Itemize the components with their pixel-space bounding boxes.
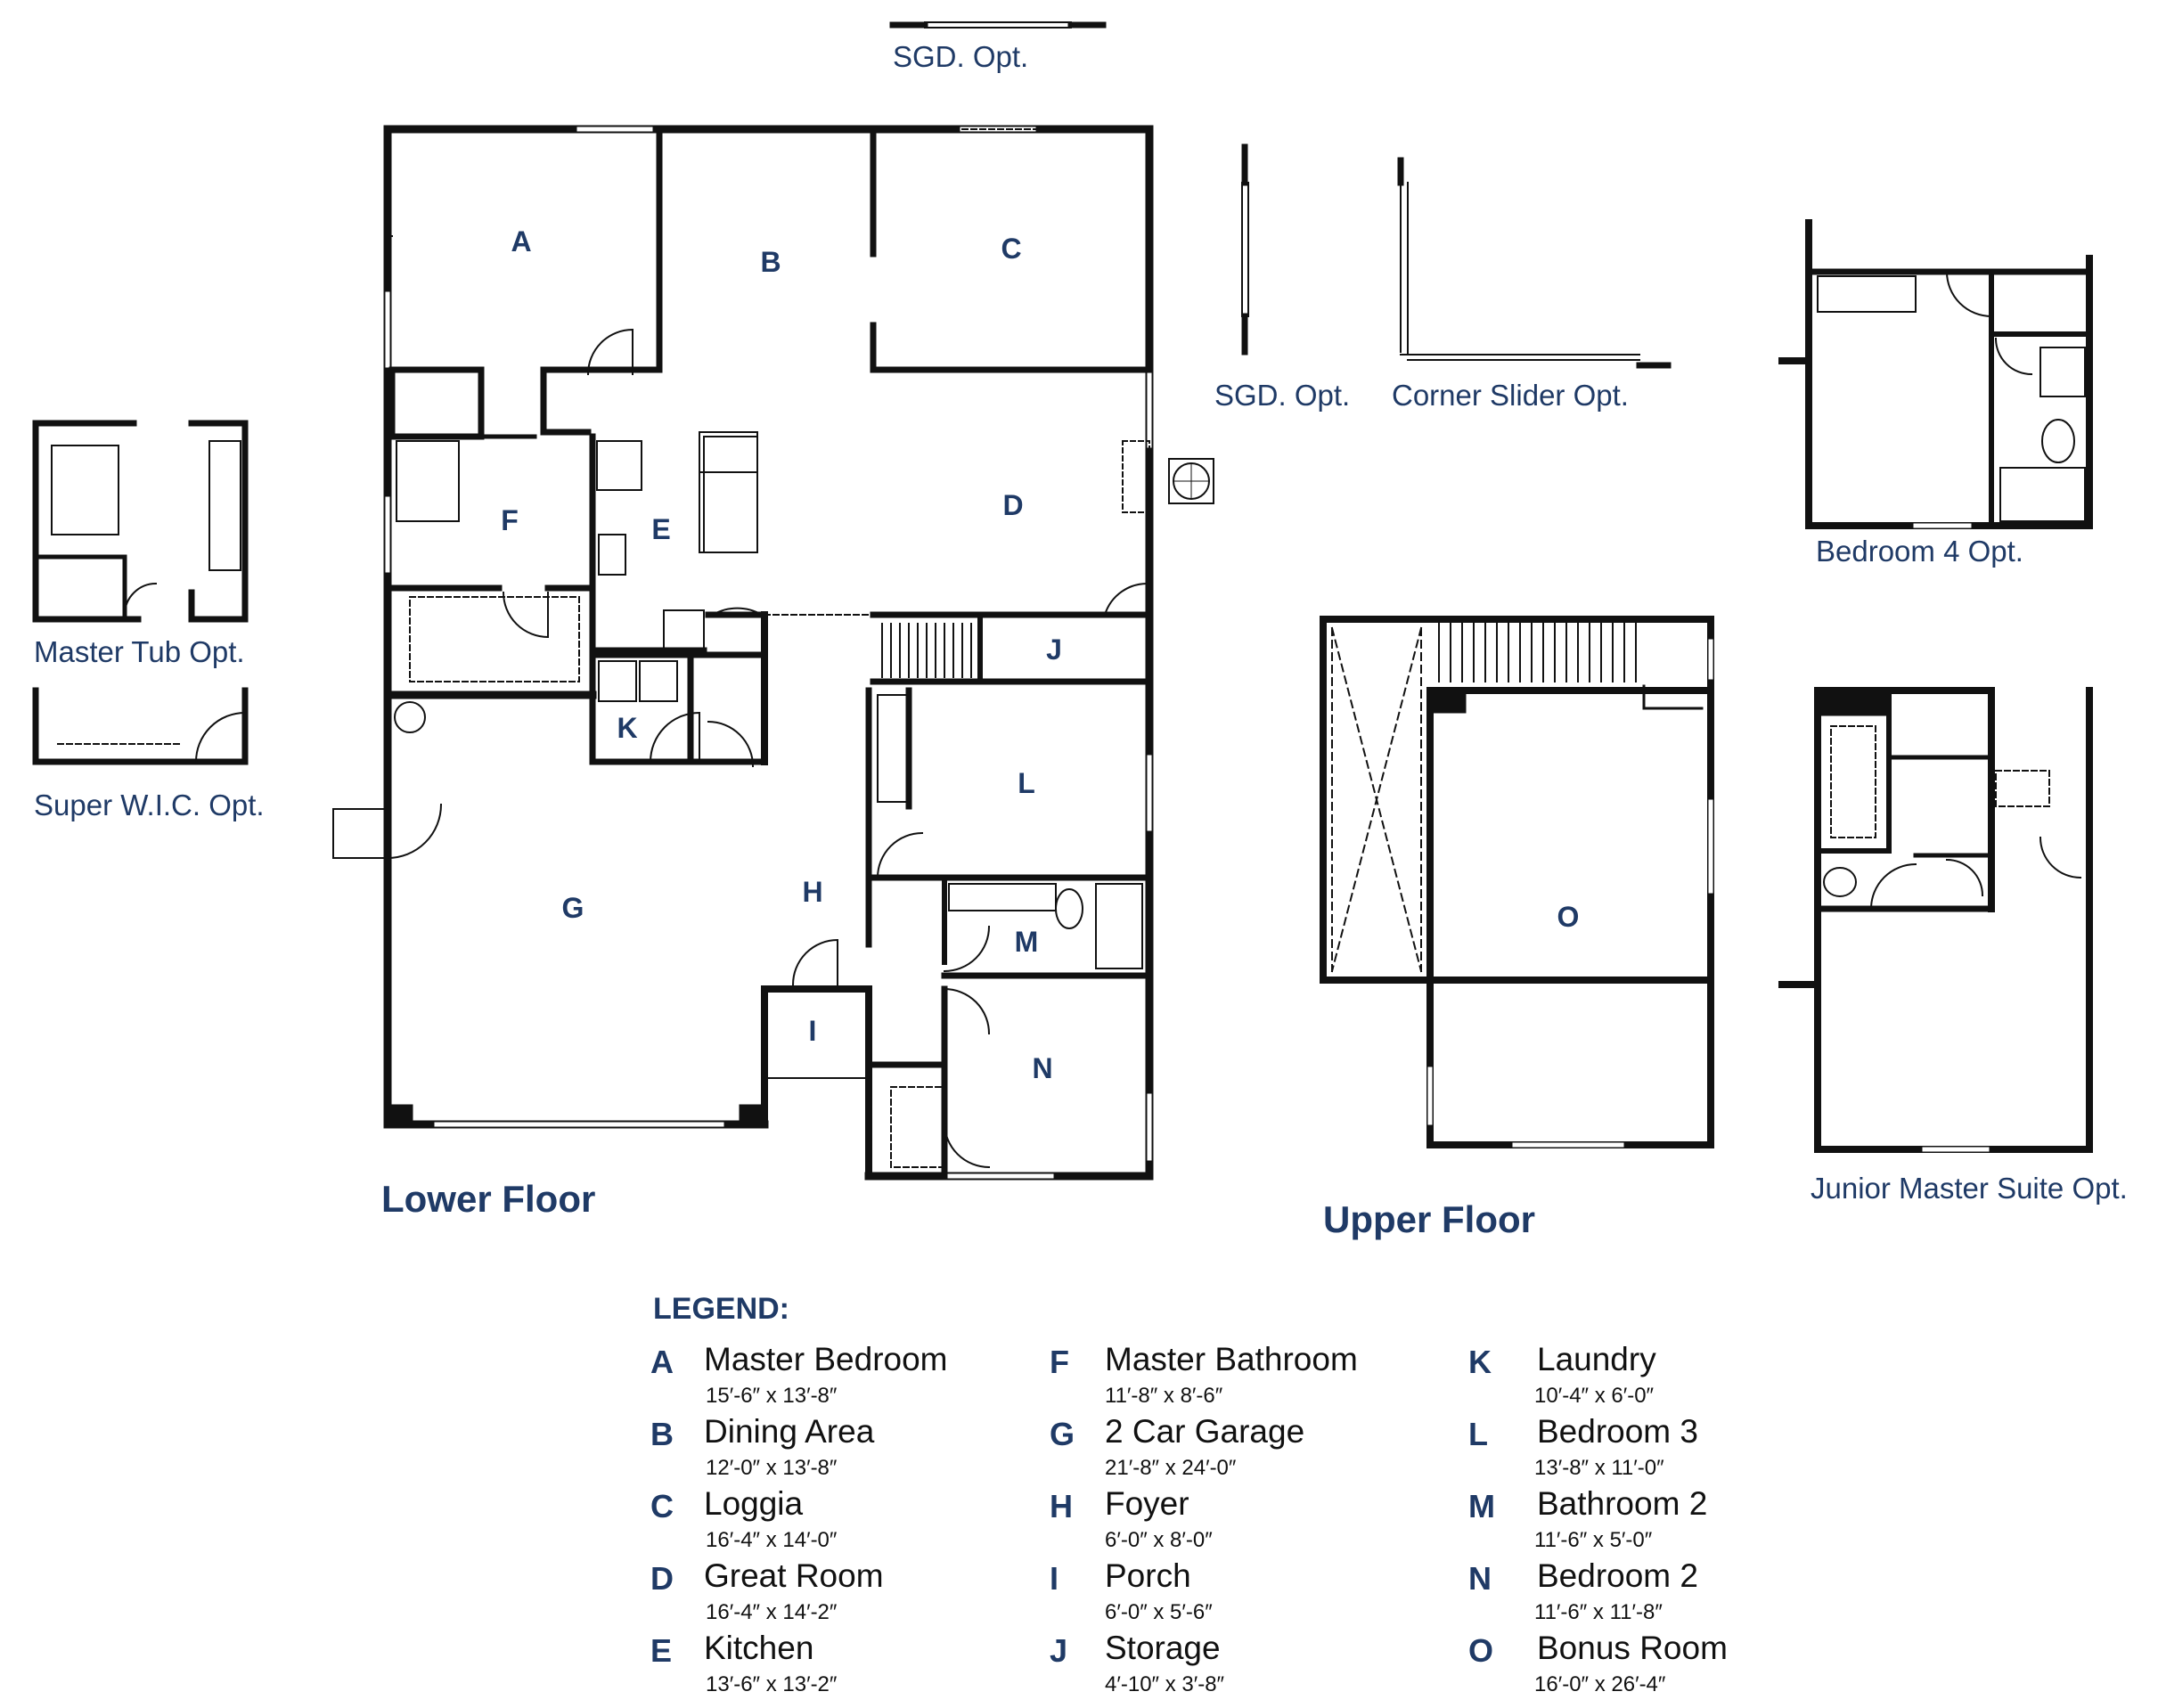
legend-letter: I	[1050, 1560, 1059, 1597]
legend-letter: N	[1468, 1560, 1492, 1597]
legend-room-name: Master Bathroom	[1105, 1341, 1358, 1377]
room-label-c: C	[1001, 233, 1021, 265]
super-wic-label: Super W.I.C. Opt.	[34, 789, 265, 821]
corner-slider-label: Corner Slider Opt.	[1392, 379, 1629, 412]
legend-room-dims: 16′-4″ x 14′-0″	[706, 1528, 838, 1552]
room-label-o: O	[1557, 901, 1580, 933]
legend-room-dims: 21′-8″ x 24′-0″	[1105, 1456, 1237, 1480]
bedroom4-option-drawing	[1778, 219, 2093, 529]
legend-letter: O	[1468, 1632, 1494, 1669]
sgd-top-label: SGD. Opt.	[893, 40, 1029, 73]
legend-room-dims: 11′-6″ x 5′-0″	[1534, 1528, 1653, 1552]
legend-room-dims: 10′-4″ x 6′-0″	[1534, 1384, 1655, 1408]
legend-room-name: Dining Area	[704, 1413, 875, 1450]
legend-room-dims: 6′-0″ x 8′-0″	[1105, 1528, 1213, 1552]
legend-room-name: Loggia	[704, 1485, 804, 1522]
upper-floor-plan	[1320, 616, 1714, 1148]
legend-letter: L	[1468, 1416, 1488, 1452]
legend-letter: J	[1050, 1632, 1068, 1669]
room-label-m: M	[1015, 926, 1039, 958]
legend-letter: K	[1468, 1344, 1492, 1380]
legend-room-dims: 13′-8″ x 11′-0″	[1534, 1456, 1664, 1480]
legend-room-name: Kitchen	[704, 1630, 814, 1666]
legend-letter: G	[1050, 1416, 1075, 1452]
legend-room-dims: 4′-10″ x 3′-8″	[1105, 1672, 1225, 1696]
legend-room-name: Great Room	[704, 1557, 884, 1594]
legend-room-dims: 11′-8″ x 8′-6″	[1105, 1384, 1223, 1408]
legend-room-name: Master Bedroom	[704, 1341, 948, 1377]
junior-master-option-drawing	[1778, 687, 2093, 1153]
corner-slider-option-drawing	[1397, 157, 1672, 369]
legend-letter: B	[650, 1416, 674, 1452]
room-label-i: I	[809, 1015, 817, 1047]
legend-room-name: Foyer	[1105, 1485, 1189, 1522]
legend-room-name: Bedroom 3	[1537, 1413, 1698, 1450]
legend-room-name: 2 Car Garage	[1105, 1413, 1305, 1450]
legend-room-name: Bathroom 2	[1537, 1485, 1708, 1522]
legend-letter: A	[650, 1344, 674, 1380]
legend-letter: H	[1050, 1488, 1073, 1524]
legend-room-dims: 12′-0″ x 13′-8″	[706, 1456, 838, 1480]
legend-room-dims: 15′-6″ x 13′-8″	[706, 1384, 838, 1408]
room-label-d: D	[1002, 489, 1023, 521]
room-label-e: E	[651, 513, 670, 545]
room-label-j: J	[1046, 633, 1062, 666]
room-label-g: G	[562, 892, 584, 924]
room-label-f: F	[501, 504, 519, 536]
legend-room-name: Bonus Room	[1537, 1630, 1728, 1666]
legend-letter: M	[1468, 1488, 1495, 1524]
sgd-top-option-drawing	[889, 21, 1107, 29]
legend-room-name: Porch	[1105, 1557, 1191, 1594]
legend-letter: C	[650, 1488, 674, 1524]
legend-letter: D	[650, 1560, 674, 1597]
legend-room-name: Bedroom 2	[1537, 1557, 1698, 1594]
room-label-n: N	[1032, 1052, 1052, 1084]
legend-room-name: Laundry	[1537, 1341, 1656, 1377]
legend-room-dims: 11′-6″ x 11′-8″	[1534, 1600, 1663, 1624]
room-label-l: L	[1018, 767, 1035, 799]
lower-floor-title: Lower Floor	[381, 1178, 596, 1220]
room-labels: A B C D E F G H I J K L M N O	[501, 225, 1579, 1084]
legend-room-dims: 13′-6″ x 13′-2″	[706, 1672, 838, 1696]
lower-floor-plan	[332, 125, 1214, 1181]
master-tub-option-drawing	[32, 420, 249, 623]
sgd-right-option-drawing	[1241, 143, 1249, 355]
master-tub-label: Master Tub Opt.	[34, 635, 245, 668]
room-label-h: H	[802, 876, 822, 908]
room-label-a: A	[511, 225, 531, 257]
legend-room-dims: 16′-4″ x 14′-2″	[706, 1600, 838, 1624]
upper-floor-title: Upper Floor	[1323, 1198, 1535, 1240]
junior-master-label: Junior Master Suite Opt.	[1811, 1172, 2128, 1205]
legend-title: LEGEND:	[653, 1292, 789, 1326]
bedroom4-label: Bedroom 4 Opt.	[1816, 535, 2023, 568]
sgd-right-label: SGD. Opt.	[1214, 379, 1351, 412]
legend-room-dims: 6′-0″ x 5′-6″	[1105, 1600, 1213, 1624]
legend-room-dims: 16′-0″ x 26′-4″	[1534, 1672, 1666, 1696]
legend-letter: F	[1050, 1344, 1069, 1380]
super-wic-option-drawing	[32, 687, 249, 765]
legend-room-name: Storage	[1105, 1630, 1221, 1666]
room-label-b: B	[760, 246, 781, 278]
room-label-k: K	[617, 712, 637, 744]
legend-letter: E	[650, 1632, 673, 1669]
